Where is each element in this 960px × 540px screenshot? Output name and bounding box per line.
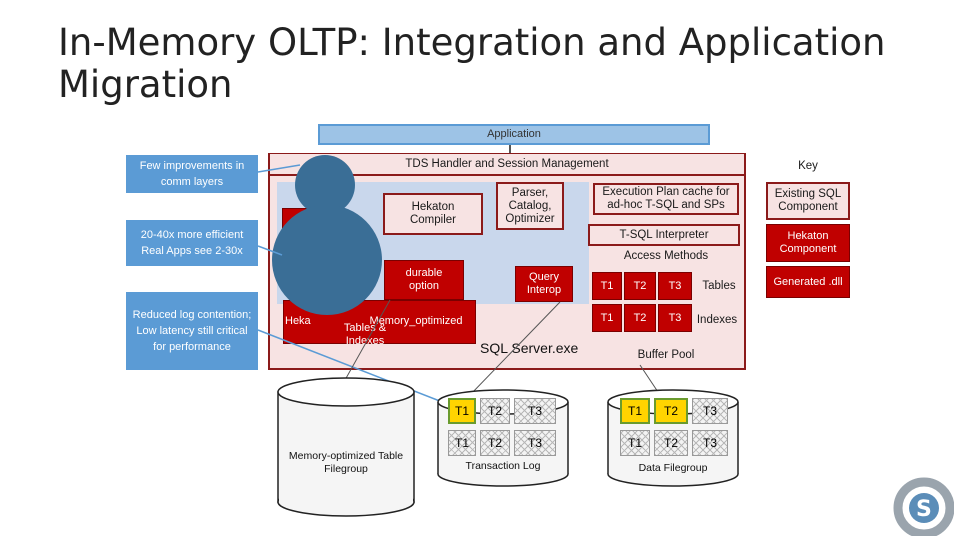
connector-storage-1	[344, 299, 391, 381]
log-t2-row1: T2	[480, 398, 510, 424]
logo-letter: S	[916, 497, 932, 522]
hekaton-compiler: Hekaton Compiler	[383, 193, 483, 235]
hekaton-engine-label-a: Heka	[285, 314, 311, 327]
company-logo: S	[893, 477, 954, 536]
transaction-log-label: Transaction Log	[465, 460, 541, 472]
log-t2-row2: T2	[480, 430, 510, 456]
table-t3-top: T3	[658, 272, 692, 300]
indexes-label: Indexes	[696, 313, 738, 326]
log-t3-row2: T3	[514, 430, 556, 456]
tds-handler: TDS Handler and Session Management	[270, 154, 744, 176]
data-t3-row1: T3	[692, 398, 728, 424]
logo-core	[909, 493, 939, 523]
log-t1-row1: T1	[448, 398, 476, 424]
slide-title: In-Memory OLTP: Integration and Applicat…	[58, 21, 886, 106]
connector-efficient	[257, 245, 283, 256]
application-label: Application	[487, 128, 541, 140]
key-title: Key	[798, 159, 818, 172]
mem-filegroup-label: Memory-optimized Table Filegroup	[288, 450, 404, 475]
connector-log	[257, 329, 451, 406]
access-methods: Access Methods	[623, 249, 709, 262]
log-t3-row1: T3	[514, 398, 556, 424]
cylinder-mem-filegroup	[277, 377, 415, 517]
logo-ring	[893, 477, 954, 536]
table-t2-top: T2	[624, 272, 656, 300]
callout-efficient: 20-40x more efficient Real Apps see 2-30…	[126, 220, 258, 266]
tsql-interpreter: T-SQL Interpreter	[588, 224, 740, 246]
key-hekaton: Hekaton Component	[766, 224, 850, 262]
key-existing: Existing SQL Component	[766, 182, 850, 220]
hekaton-engine-label-b: Memory_optimized	[369, 314, 463, 327]
index-t1-top: T1	[592, 304, 622, 332]
callout-comm-layers: Few improvements in comm layers	[126, 155, 258, 193]
query-interop: Query Interop	[515, 266, 573, 302]
execution-plan-cache: Execution Plan cache for ad-hoc T-SQL an…	[593, 183, 739, 215]
data-filegroup-label: Data Filegroup	[638, 462, 708, 474]
connector-storage-2	[469, 301, 561, 396]
tables-label: Tables	[702, 279, 736, 292]
sql-server-exe-label: SQL Server.exe	[480, 340, 579, 356]
key-generated: Generated .dll	[766, 266, 850, 298]
index-t3-top: T3	[658, 304, 692, 332]
callout-log-contention: Reduced log contention; Low latency stil…	[126, 292, 258, 370]
durable-option: durable option	[384, 260, 464, 300]
table-t1-top: T1	[592, 272, 622, 300]
data-t3-row2: T3	[692, 430, 728, 456]
index-t2-top: T2	[624, 304, 656, 332]
parser-catalog-optimizer: Parser, Catalog, Optimizer	[496, 182, 564, 230]
data-t2-row2: T2	[654, 430, 688, 456]
buffer-pool: Buffer Pool	[637, 348, 695, 361]
data-t1-row1: T1	[620, 398, 650, 424]
data-t2-row1: T2	[654, 398, 688, 424]
connector-comm	[257, 164, 301, 173]
application-arrow	[509, 145, 511, 154]
overlay-circle-large	[272, 205, 382, 315]
log-t1-row2: T1	[448, 430, 476, 456]
data-t1-row2: T1	[620, 430, 650, 456]
application-bar: Application	[318, 124, 710, 145]
